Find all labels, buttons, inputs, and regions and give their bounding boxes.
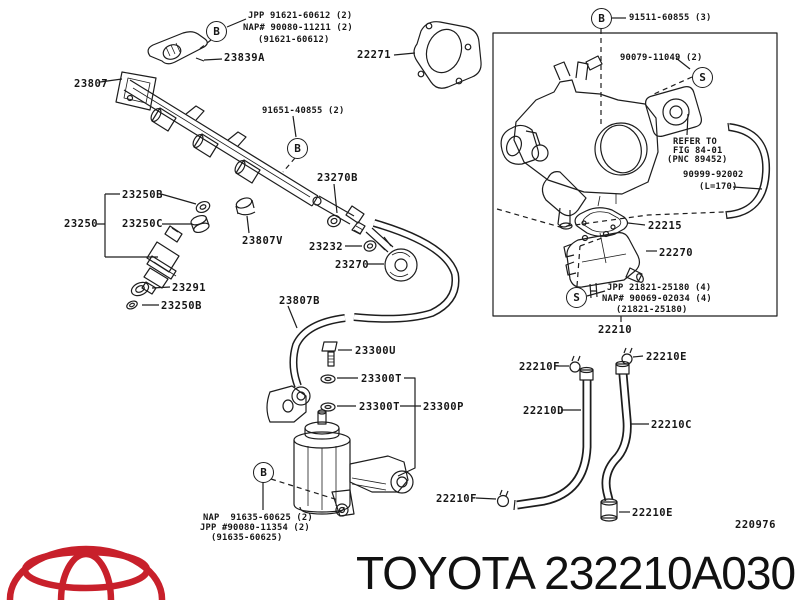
label-22210d: 22210D (523, 405, 564, 417)
brand-text: TOYOTA (356, 547, 533, 599)
label-refer-2: FIG 84-01 (673, 146, 723, 156)
label-23807v: 23807V (242, 235, 283, 247)
label-23250: 23250 (64, 218, 99, 230)
label-91511: 91511-60855 (3) (629, 13, 712, 23)
label-22210: 22210 (598, 324, 633, 336)
box-dashed-lines (496, 17, 725, 322)
vacuum-hoses-art (475, 347, 649, 522)
label-23300u: 23300U (355, 345, 396, 357)
label-90079: 90079-11049 (2) (620, 53, 703, 63)
label-23270b: 23270B (317, 172, 358, 184)
label-91651: 91651-40855 (2) (262, 106, 345, 116)
label-22270: 22270 (659, 247, 694, 259)
part-23839a-art (147, 18, 247, 65)
label-22271: 22271 (357, 49, 392, 61)
throttle-body-art (500, 55, 702, 230)
label-22210f-bottom: 22210F (436, 493, 477, 505)
label-90999: 90999-92002 (683, 170, 744, 180)
marker-s-iac: S (566, 287, 587, 308)
fuel-rail-art (99, 71, 322, 207)
label-22215: 22215 (648, 220, 683, 232)
union-parts-art (266, 341, 421, 477)
label-refer-3: (PNC 89452) (667, 155, 728, 165)
label-23250b-top: 23250B (122, 189, 163, 201)
label-23291: 23291 (172, 282, 207, 294)
reference-hose-art (686, 113, 771, 220)
label-22210e-bottom: 22210E (632, 507, 673, 519)
label-iac-bolt-jpp: JPP 21821-25180 (4) (607, 283, 712, 293)
label-22210c: 22210C (651, 419, 692, 431)
label-23232: 23232 (309, 241, 344, 253)
label-23250b-bottom: 23250B (161, 300, 202, 312)
label-top-bolt-jpp: JPP 91621-60612 (2) (248, 11, 353, 21)
label-refer-1: REFER TO (673, 137, 717, 147)
marker-b-box: B (591, 8, 612, 29)
rail-plug-art (235, 197, 256, 234)
label-23300t-top: 23300T (361, 373, 402, 385)
marker-s-tps: S (692, 67, 713, 88)
label-filter-bolt-nap: NAP 91635-60625 (2) (203, 513, 313, 523)
label-23270: 23270 (335, 259, 370, 271)
label-23807b: 23807B (279, 295, 320, 307)
label-l170: (L=170) (699, 182, 738, 192)
tb-gasket-22271-art (393, 21, 482, 89)
injector-parts-art (97, 193, 211, 310)
label-23250c: 23250C (122, 218, 163, 230)
marker-b-rail: B (287, 138, 308, 159)
label-filter-bolt-alt: (91635-60625) (211, 533, 283, 543)
marker-b-top-left: B (206, 21, 227, 42)
label-22210f-top: 22210F (519, 361, 560, 373)
marker-b-filter: B (253, 462, 274, 483)
toyota-logo (6, 545, 166, 600)
label-22210e-top: 22210E (646, 351, 687, 363)
iac-valve-art (563, 230, 657, 299)
label-filter-bolt-jpp: JPP #90080-11354 (2) (200, 523, 310, 533)
detail-box-frame (492, 32, 778, 317)
footer-title: TOYOTA 232210A030 (356, 546, 796, 600)
rail-end-fittings-art (314, 183, 418, 282)
label-23807: 23807 (74, 78, 109, 90)
fuel-hose-23807b-art (287, 219, 460, 388)
label-23300p: 23300P (423, 401, 464, 413)
label-iac-bolt-nap: NAP# 90069-02034 (4) (602, 294, 712, 304)
label-23300t-bottom: 23300T (359, 401, 400, 413)
label-top-bolt-nap: NAP# 90080-11211 (2) (243, 23, 353, 33)
label-iac-bolt-alt: (21821-25180) (616, 305, 688, 315)
label-top-bolt-alt: (91621-60612) (258, 35, 330, 45)
fuel-filter-art (262, 409, 414, 517)
label-23839a: 23839A (224, 52, 265, 64)
part-number-text: 232210A030 (544, 547, 796, 599)
iac-gasket-art (574, 207, 646, 237)
label-doc-code: 220976 (735, 519, 776, 531)
